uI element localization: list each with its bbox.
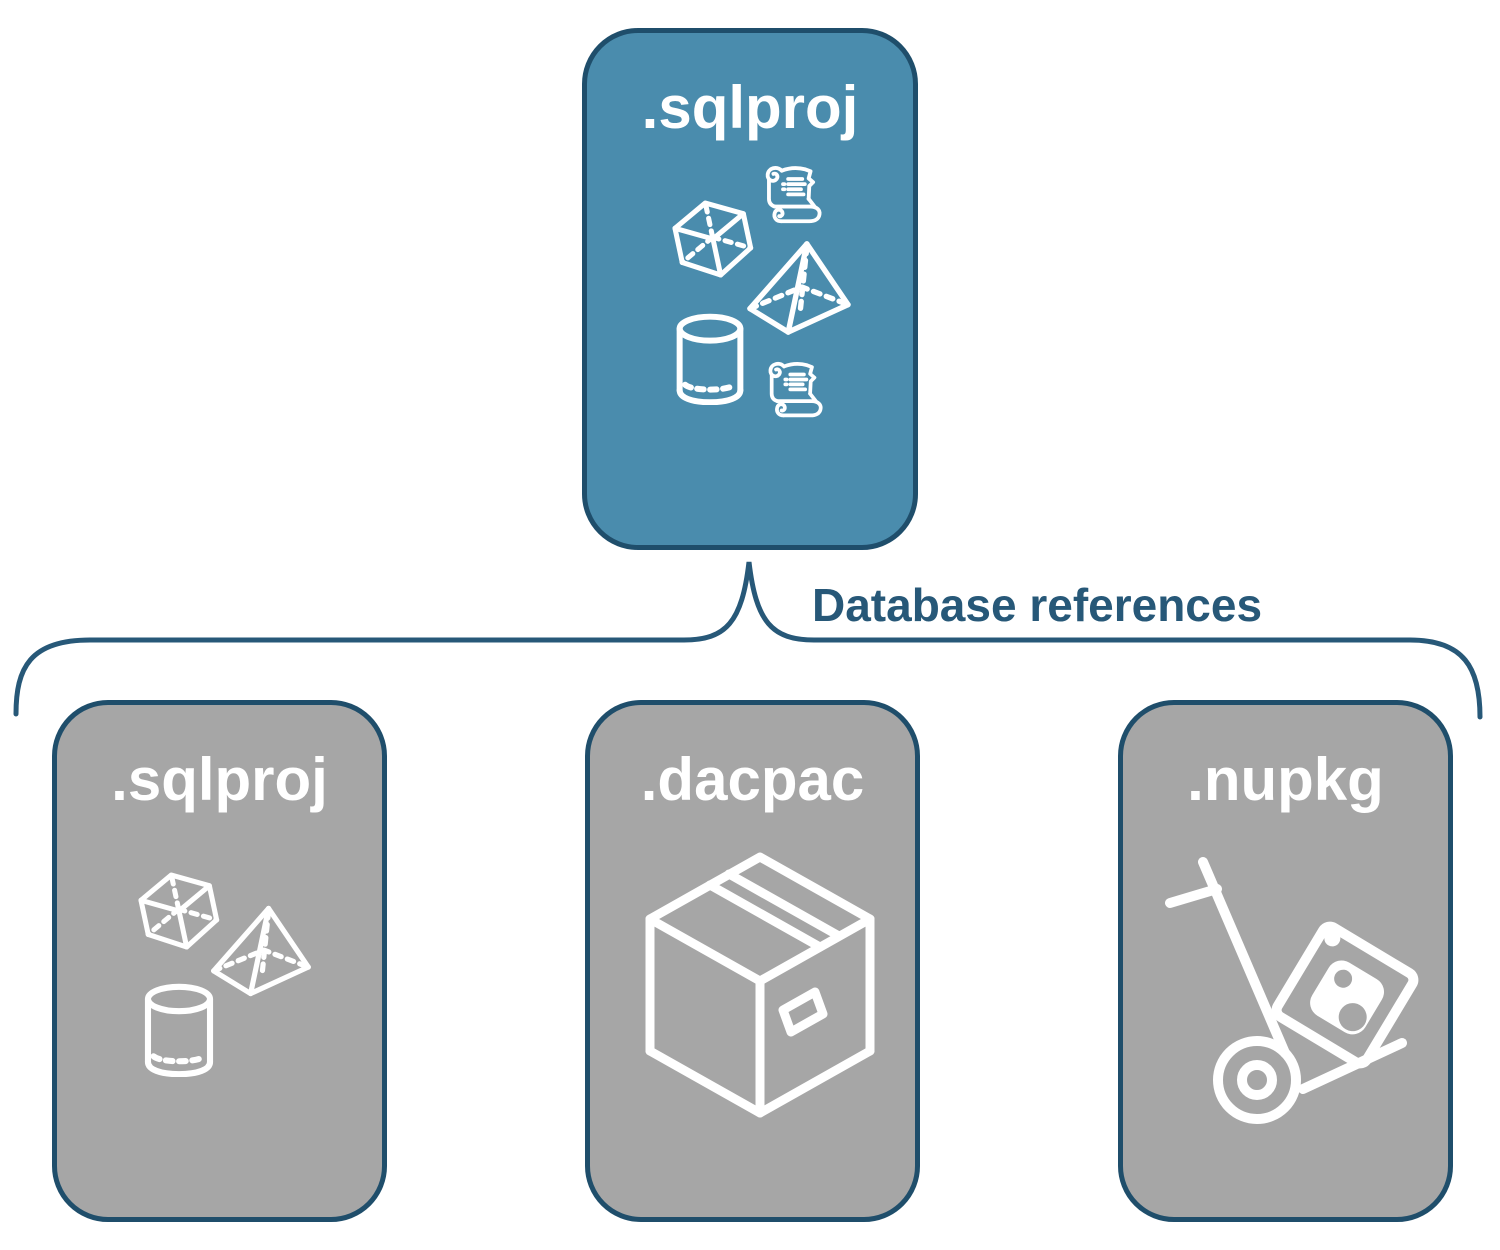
hand-truck-nuget-icon bbox=[1165, 855, 1425, 1130]
child-box-label: .nupkg bbox=[1187, 746, 1384, 813]
cube-icon bbox=[133, 863, 225, 959]
connector-label: Database references bbox=[812, 579, 1263, 631]
root-box-sqlproj: .sqlproj bbox=[582, 28, 918, 550]
pyramid-icon bbox=[745, 239, 853, 337]
scroll-icon bbox=[763, 359, 825, 421]
root-box-label: .sqlproj bbox=[641, 74, 859, 141]
child-box-sqlproj: .sqlproj bbox=[52, 700, 387, 1222]
child-box-dacpac: .dacpac bbox=[585, 700, 920, 1222]
pyramid-icon bbox=[209, 903, 313, 999]
package-box-icon bbox=[640, 845, 880, 1127]
child-box-label: .sqlproj bbox=[111, 746, 328, 813]
cylinder-icon bbox=[673, 313, 747, 405]
cylinder-icon bbox=[141, 983, 217, 1077]
child-box-nupkg: .nupkg bbox=[1118, 700, 1453, 1222]
cube-icon bbox=[667, 191, 759, 287]
scroll-icon bbox=[760, 163, 824, 227]
child-box-label: .dacpac bbox=[640, 746, 865, 813]
